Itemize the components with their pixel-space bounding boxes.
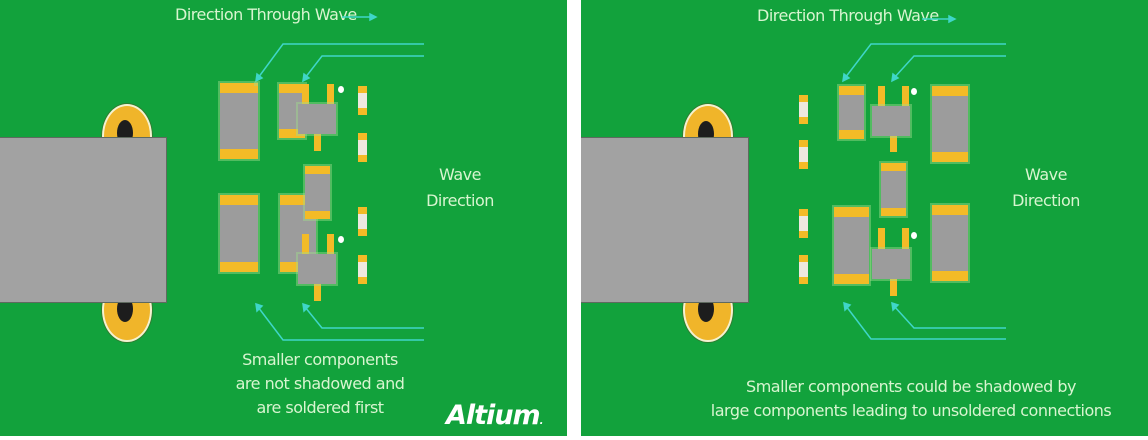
wave-direction-label: Wave Direction [426, 165, 494, 210]
arrow-head-icon [369, 12, 378, 22]
right-pcb-panel: Direction Through Wave [581, 0, 1148, 436]
small-chip-component [358, 207, 367, 236]
medium-chip-component [879, 161, 908, 218]
left-pcb-panel: Direction Through Wave [0, 0, 567, 436]
medium-chip-component [303, 164, 332, 221]
sot-lead [878, 228, 885, 250]
large-chip-component [218, 81, 260, 161]
sot-lead [327, 84, 334, 106]
direction-through-wave-title: Direction Through Wave [175, 5, 357, 24]
sot23-component [296, 252, 338, 286]
pin1-marker-dot [911, 232, 917, 239]
pin1-marker-dot [338, 86, 344, 93]
arrow-head-icon [948, 14, 957, 24]
sot23-component [870, 247, 912, 281]
large-chip-component [832, 205, 871, 286]
sot-lead [314, 133, 321, 151]
right-caption: Smaller components could be shadowed by … [710, 377, 1112, 420]
large-connector-component [0, 137, 167, 303]
small-chip-component [358, 255, 367, 284]
sot-lead [302, 84, 309, 106]
pin1-marker-dot [338, 236, 344, 243]
sot-lead [890, 278, 897, 296]
small-chip-component [358, 133, 367, 162]
sot-lead [878, 86, 885, 108]
large-chip-component [930, 84, 970, 164]
medium-chip-component [837, 84, 866, 141]
wave-direction-label: Wave Direction [1012, 165, 1080, 210]
small-chip-component [799, 95, 808, 124]
sot-lead [327, 234, 334, 256]
sot-lead [902, 228, 909, 250]
wave-arrow-lines [842, 14, 1006, 340]
sot23-component [870, 104, 912, 138]
sot23-component [296, 102, 338, 136]
large-chip-component [218, 193, 260, 274]
wave-arrow-lines [255, 12, 424, 341]
altium-logo: Altium. [446, 400, 543, 431]
small-chip-component [358, 86, 367, 115]
sot-lead [314, 283, 321, 301]
sot-lead [302, 234, 309, 256]
small-chip-component [799, 209, 808, 238]
pin1-marker-dot [911, 88, 917, 95]
small-chip-component [799, 140, 808, 169]
large-chip-component [930, 203, 970, 283]
direction-through-wave-title: Direction Through Wave [757, 6, 939, 25]
left-caption: Smaller components are not shadowed and … [235, 350, 405, 417]
large-connector-component [581, 137, 749, 303]
small-chip-component [799, 255, 808, 284]
sot-lead [890, 134, 897, 152]
sot-lead [902, 86, 909, 108]
